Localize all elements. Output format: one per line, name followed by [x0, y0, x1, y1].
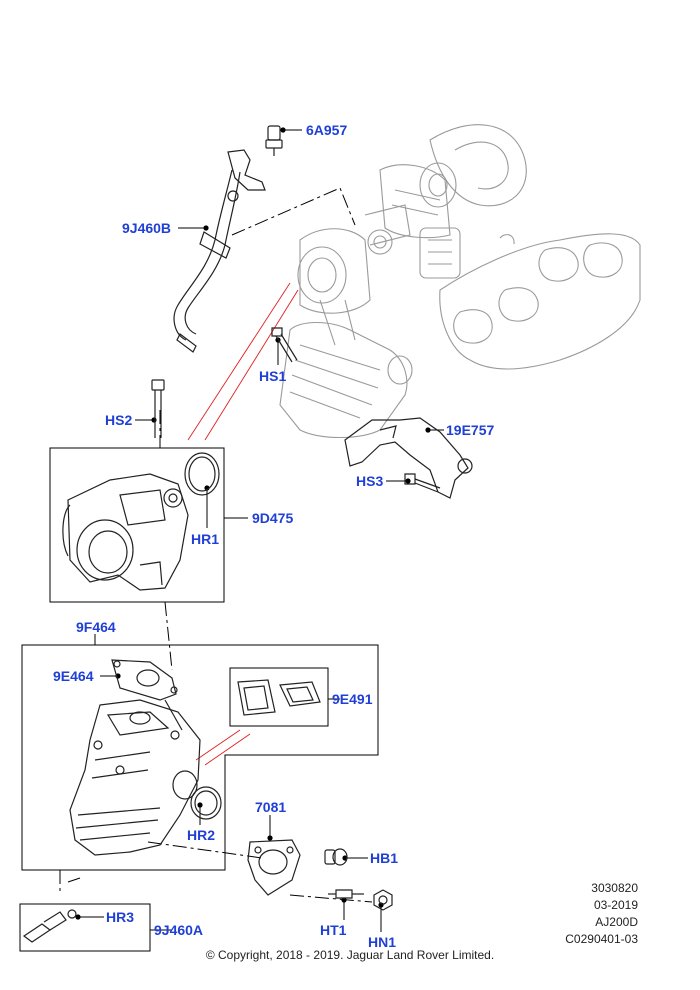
callout-labels: 6A957 9J460B HS1 HS2 19E757 HS3 9D475 HR…	[53, 122, 494, 950]
bolt-HS3-drawing	[405, 474, 440, 492]
gasket-9E464-drawing	[112, 660, 177, 700]
egr-cooler-9F464-drawing	[70, 700, 200, 855]
callout-9D475: 9D475	[252, 510, 293, 526]
bracket-19E757-drawing	[345, 418, 472, 498]
stud-HT1-drawing	[328, 890, 364, 898]
callout-HR1: HR1	[191, 531, 219, 547]
bolt-HS2-drawing	[152, 380, 164, 438]
sensor-9J460A-drawing	[24, 910, 76, 942]
callout-19E757: 19E757	[446, 422, 494, 438]
reference-drawing-id: C0290401-03	[565, 932, 638, 946]
flange-7081-drawing	[248, 840, 300, 895]
o-ring-HR2-drawing	[191, 787, 221, 819]
assembly-centerlines	[59, 187, 373, 903]
callout-HR2: HR2	[187, 827, 215, 843]
drawing-reference-block: 3030820 03-2019 AJ200D C0290401-03	[565, 880, 638, 948]
sensor-6A957-drawing	[266, 126, 282, 156]
callout-9E491: 9E491	[332, 691, 373, 707]
gaskets-9E491-drawing	[238, 680, 320, 715]
callout-HT1: HT1	[320, 922, 347, 938]
nut-HN1-drawing	[374, 890, 392, 910]
callout-HS3: HS3	[356, 473, 383, 489]
hose-9J460B-drawing	[174, 150, 265, 352]
callout-9E464: 9E464	[53, 668, 94, 684]
reference-engine: AJ200D	[595, 915, 638, 929]
callout-9J460A: 9J460A	[154, 922, 203, 938]
red-alignment-guides	[187, 282, 299, 766]
reference-number: 3030820	[591, 881, 638, 895]
egr-valve-9D475-drawing	[63, 474, 188, 590]
callout-9J460B: 9J460B	[122, 220, 171, 236]
callout-9F464: 9F464	[76, 619, 116, 635]
callout-7081: 7081	[255, 799, 286, 815]
bolt-HB1-drawing	[325, 849, 347, 865]
copyright-notice: © Copyright, 2018 - 2019. Jaguar Land Ro…	[205, 948, 495, 962]
bolt-HS1-drawing	[272, 328, 297, 362]
reference-date: 03-2019	[593, 898, 638, 912]
callout-HN1: HN1	[368, 934, 396, 950]
turbocharger-manifold-assembly	[279, 124, 641, 439]
callout-HB1: HB1	[370, 850, 398, 866]
callout-6A957: 6A957	[306, 122, 347, 138]
callout-HS1: HS1	[259, 368, 286, 384]
callout-HR3: HR3	[106, 909, 134, 925]
callout-HS2: HS2	[105, 412, 132, 428]
o-ring-HR1-drawing	[185, 453, 219, 495]
